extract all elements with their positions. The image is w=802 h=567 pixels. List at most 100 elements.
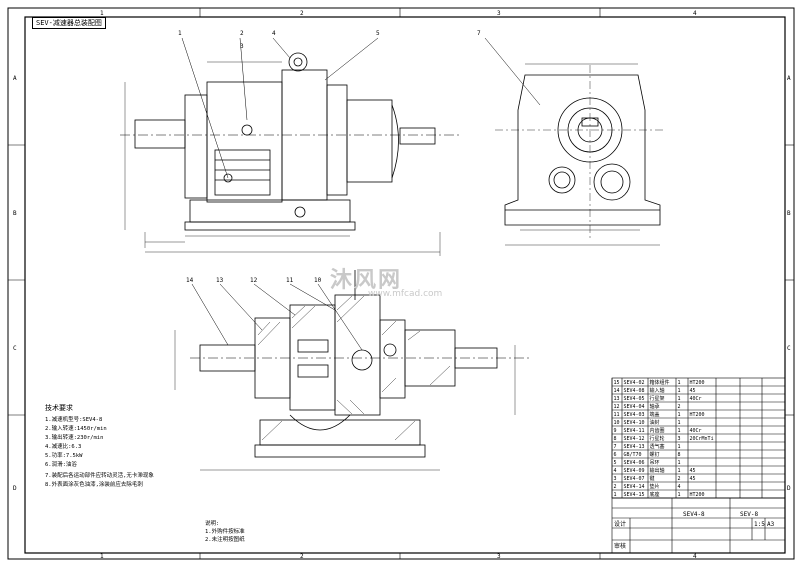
row-label-d: D (13, 485, 17, 492)
bom-cell: 输入轴 (650, 387, 665, 394)
row-label-d-r: D (787, 485, 791, 492)
bom-cell: 垫片 (650, 483, 660, 490)
tech-req-line: 5.功率:7.5kW (45, 451, 83, 459)
callout-1: 1 (178, 30, 182, 37)
bom-cell: 1 (678, 388, 681, 394)
tech-req-title: 技术要求 (45, 403, 73, 412)
note-line: 说明: (205, 519, 219, 527)
row-label-a-r: A (787, 75, 791, 82)
bom-cell: 1 (678, 412, 681, 418)
col-label-3b: 3 (497, 553, 501, 560)
outer-frame (7, 7, 795, 560)
bom-cell: SEV4-03 (624, 412, 645, 418)
side-view (484, 37, 665, 246)
row-label-c: C (13, 345, 17, 352)
bom-cell: 3 (614, 476, 617, 482)
bom-cell: 1 (614, 492, 617, 498)
grid-labels: 1 2 3 4 1 2 3 4 A B C D A B C D (13, 10, 791, 560)
bom-cell: HT200 (690, 492, 705, 498)
tech-req-line: 6.润滑:油浴 (45, 460, 77, 468)
bom-cell: SEV4-10 (624, 420, 645, 426)
bom-cell: SEV4-12 (624, 436, 645, 442)
row-label-b: B (13, 210, 17, 217)
bom-cell: 1 (678, 396, 681, 402)
title-approved: 审核 (614, 542, 626, 550)
bom-cell: 13 (614, 396, 620, 402)
callout-12: 12 (250, 277, 258, 284)
bom-cell: 行星轮 (650, 435, 665, 442)
title-block (611, 497, 786, 554)
bom-cell: 4 (678, 484, 681, 490)
section-callout-labels: 14 13 12 11 10 (186, 277, 322, 284)
bom-cell: 20CrMnTi (690, 436, 714, 442)
bom-cell: 5 (614, 460, 617, 466)
bom-cell: SEV4-06 (624, 460, 645, 466)
tech-req-line: 8.外表面涂灰色油漆,涂装前应去除毛刺 (45, 480, 143, 488)
bom-cell: 1 (678, 460, 681, 466)
bom-cell: SEV4-14 (624, 484, 645, 490)
bom-cell: 6 (614, 452, 617, 458)
bom-cell: 4 (614, 468, 617, 474)
bom-cell: 9 (614, 428, 617, 434)
grid-ticks (8, 8, 794, 559)
bom-cell: SEV4-09 (624, 468, 645, 474)
bom-cell: SEV4-04 (624, 404, 645, 410)
bom-cell: 45 (690, 476, 696, 482)
callout-7: 7 (477, 30, 481, 37)
bom-cell: 端盖 (650, 411, 660, 418)
section-callouts (191, 283, 363, 351)
bom-cell: 轴承 (650, 403, 660, 410)
tech-requirements: 技术要求 1.减速机型号:SEV4-8 2.输入转速:1450r/min 3.输… (45, 403, 154, 488)
bom-cell: 15 (614, 380, 620, 386)
front-view (120, 52, 460, 256)
tech-req-line: 4.减速比:6.3 (45, 442, 81, 450)
callout-4: 4 (272, 30, 276, 37)
bom-cell: 1 (678, 428, 681, 434)
col-label-2b: 2 (300, 553, 304, 560)
bom-cell: 1 (678, 420, 681, 426)
bom-cell: HT200 (690, 412, 705, 418)
bom-cell: 1 (678, 492, 681, 498)
col-label-4b: 4 (693, 553, 697, 560)
bom-cell: SEV4-05 (624, 396, 645, 402)
bom-cell: SEV4-13 (624, 444, 645, 450)
bom-cell: 45 (690, 468, 696, 474)
callout-3: 3 (240, 43, 244, 50)
bom-cell: 8 (678, 452, 681, 458)
tech-req-line: 2.输入转速:1450r/min (45, 424, 107, 432)
callout-11: 11 (286, 277, 294, 284)
bom-cell: 45 (690, 388, 696, 394)
row-label-a: A (13, 75, 17, 82)
bom-cell: SEV4-08 (624, 388, 645, 394)
bom-cell: SEV4-11 (624, 428, 645, 434)
note-line: 2.未注明按图纸 (205, 535, 245, 543)
callout-10: 10 (314, 277, 322, 284)
bom-cell: 40Cr (690, 428, 702, 434)
bom-cell: 10 (614, 420, 620, 426)
drawing-tag: SEV-减速器总装配图 (32, 17, 106, 29)
tech-req-line: 1.减速机型号:SEV4-8 (45, 415, 102, 423)
title-name: SEV4-8 (683, 511, 705, 518)
callout-13: 13 (216, 277, 224, 284)
bom-cell: SEV4-02 (624, 380, 645, 386)
bom-cell: 1 (678, 380, 681, 386)
bom-cell: 内齿圈 (650, 427, 665, 434)
callout-2: 2 (240, 30, 244, 37)
bom-cell: 8 (614, 436, 617, 442)
bom-cell: 3 (678, 436, 681, 442)
row-label-c-r: C (787, 345, 791, 352)
bom-cell: 箱体组件 (650, 379, 670, 386)
section-view (174, 270, 530, 471)
bom-cell: 2 (614, 484, 617, 490)
front-callouts (181, 37, 379, 179)
bom-cell: 吊环 (650, 460, 660, 466)
inner-frame (24, 16, 786, 554)
bom-cell: 2 (678, 404, 681, 410)
front-callout-labels: 1 2 3 4 5 (178, 30, 380, 50)
title-designer: 设计 (614, 520, 626, 528)
callout-14: 14 (186, 277, 194, 284)
title-sheet: A3 (767, 521, 775, 528)
col-label-3: 3 (497, 10, 501, 17)
